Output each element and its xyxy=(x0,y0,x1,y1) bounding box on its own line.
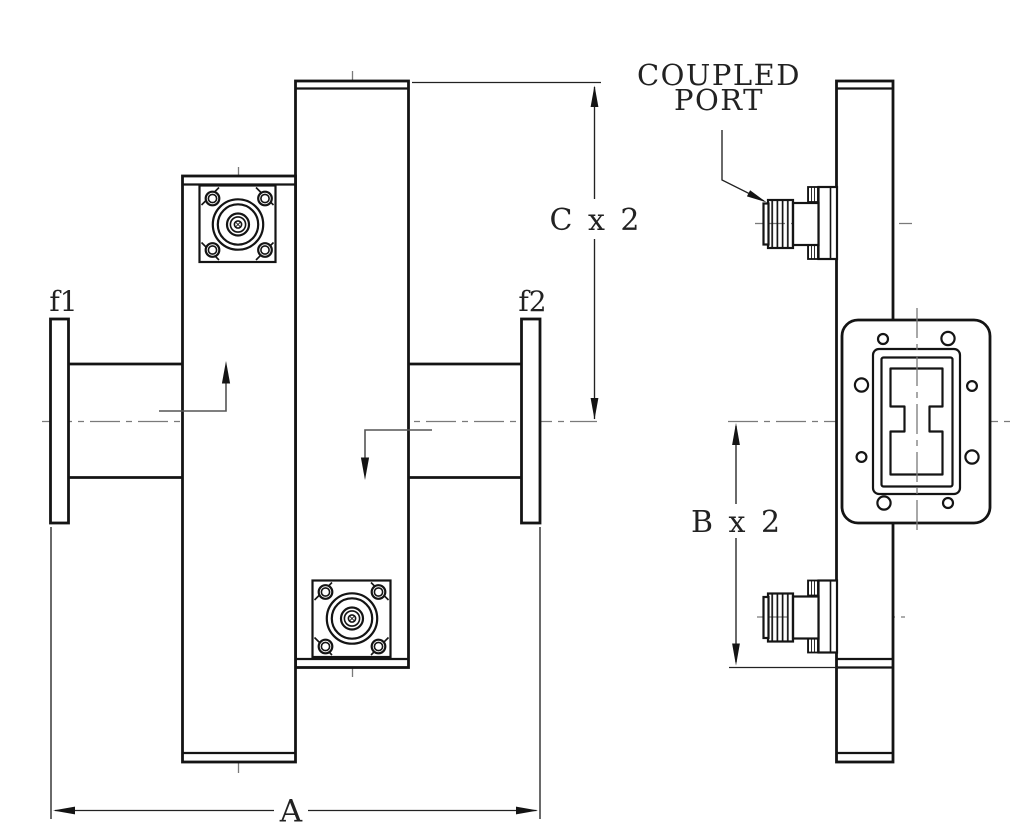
dim-c-top-arrowhead xyxy=(590,85,599,107)
dimension-b: B x 2 xyxy=(691,423,838,669)
flow-up-arrowhead xyxy=(221,361,231,384)
dim-a-left-arrowhead xyxy=(53,806,75,815)
main-waveguide-tube xyxy=(68,362,521,479)
dim-c-label: C x 2 xyxy=(549,203,642,238)
center-pin xyxy=(347,614,357,623)
coupled-port-label-line1: COUPLED xyxy=(637,58,801,92)
flange-bolt-holes xyxy=(853,330,980,511)
side-view xyxy=(728,79,1015,764)
leader-arrowhead xyxy=(746,190,767,203)
flange-bolts xyxy=(204,190,273,258)
dim-a-right-arrowhead xyxy=(516,806,538,815)
double-ridge-aperture xyxy=(889,367,944,476)
flow-arrows xyxy=(159,361,432,480)
dim-b-bottom-arrowhead xyxy=(732,643,740,666)
flow-down-arrow-line xyxy=(364,429,432,458)
dim-a-label: A xyxy=(279,794,303,830)
port-f2-flange xyxy=(520,317,542,525)
port-f1-label: f1 xyxy=(49,285,77,318)
flow-up-arrow-line xyxy=(159,383,227,412)
dimension-a: A xyxy=(50,527,541,830)
leader-line xyxy=(721,130,765,202)
dim-b-label: B x 2 xyxy=(691,505,783,540)
front-coupler-arm xyxy=(181,174,297,764)
port-f2-label: f2 xyxy=(518,285,546,318)
front-view: f1 f2 xyxy=(42,71,597,773)
port-f1-flange xyxy=(49,317,70,525)
coupled-port-label-line2: PORT xyxy=(674,83,764,117)
dimension-c: C x 2 xyxy=(412,81,642,420)
ridge-waveguide-flange xyxy=(840,308,992,536)
dim-c-bottom-arrowhead xyxy=(590,398,599,420)
coax-connector-top-side xyxy=(762,185,839,261)
flow-down-arrowhead xyxy=(360,457,370,480)
dim-b-top-arrowhead xyxy=(732,423,740,445)
coax-connector-bottom-side xyxy=(762,579,839,654)
coupled-port-connector-top-front xyxy=(198,184,277,264)
coupled-port-callout: COUPLED PORT xyxy=(637,58,801,203)
coupled-port-connector-bottom-front xyxy=(311,579,392,659)
center-pin xyxy=(233,220,243,229)
flange-bolts xyxy=(317,584,387,655)
